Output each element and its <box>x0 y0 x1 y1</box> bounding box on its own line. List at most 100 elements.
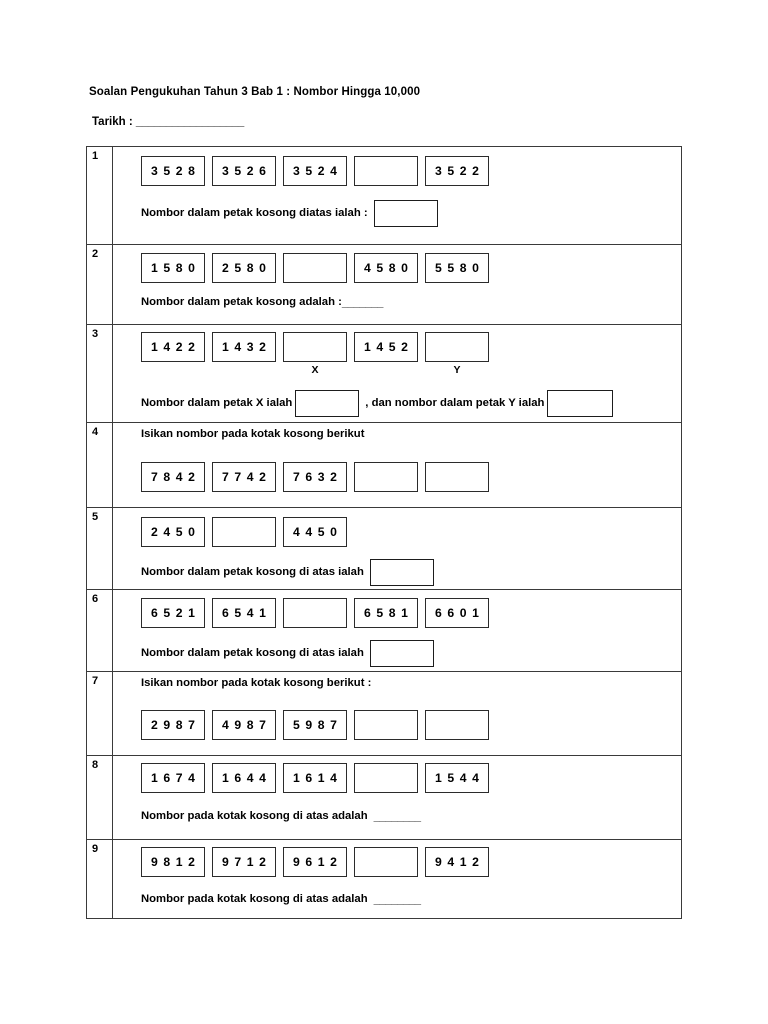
number-box[interactable]: 5 5 8 0 <box>425 253 489 283</box>
number-box-row: 2 4 5 0 4 4 5 0 <box>113 508 681 547</box>
question-body: Isikan nombor pada kotak kosong berikut … <box>113 672 681 755</box>
number-box[interactable]: 2 4 5 0 <box>141 517 205 547</box>
number-box[interactable]: 2 9 8 7 <box>141 710 205 741</box>
answer-prompt: Nombor pada kotak kosong di atas adalah <box>141 810 368 822</box>
number-box-blank[interactable] <box>354 462 418 493</box>
question-number: 8 <box>87 756 113 839</box>
answer-line: Nombor dalam petak kosong di atas ialah <box>113 559 681 586</box>
date-blank-rule: __________________ <box>135 116 244 128</box>
question-body: 9 8 1 2 9 7 1 2 9 6 1 2 9 4 1 2 Nombor p… <box>113 840 681 918</box>
number-box-blank[interactable] <box>212 517 276 547</box>
question-body: 1 4 2 2 1 4 3 2 1 4 5 2 X Y Nombor dalam… <box>113 325 681 422</box>
answer-blank-rule[interactable]: _______ <box>341 296 384 309</box>
number-box-row: 7 8 4 2 7 7 4 2 7 6 3 2 <box>113 462 681 493</box>
answer-line: Nombor dalam petak kosong diatas ialah : <box>113 200 681 227</box>
table-row: 2 1 5 8 0 2 5 8 0 4 5 8 0 5 5 8 0 Nombor… <box>87 245 681 325</box>
table-row: 6 6 5 2 1 6 5 4 1 6 5 8 1 6 6 0 1 Nombor… <box>87 590 681 672</box>
number-box-row: 1 4 2 2 1 4 3 2 1 4 5 2 <box>113 325 681 362</box>
number-box[interactable]: 3 5 2 4 <box>283 156 347 186</box>
answer-box-x[interactable] <box>295 390 360 417</box>
table-row: 5 2 4 5 0 4 4 5 0 Nombor dalam petak kos… <box>87 508 681 590</box>
answer-line: Nombor dalam petak kosong di atas ialah <box>113 640 681 667</box>
number-box-blank-y[interactable] <box>425 332 489 362</box>
number-box-row: 1 5 8 0 2 5 8 0 4 5 8 0 5 5 8 0 <box>113 245 681 283</box>
question-number: 6 <box>87 590 113 671</box>
answer-prompt: Nombor pada kotak kosong di atas adalah <box>141 893 368 905</box>
answer-box[interactable] <box>369 640 434 667</box>
date-label: Tarikh : <box>92 116 136 128</box>
number-box[interactable]: 9 4 1 2 <box>425 847 489 877</box>
answer-blank-rule[interactable]: ________ <box>373 893 421 906</box>
number-box[interactable]: 9 7 1 2 <box>212 847 276 877</box>
number-box[interactable]: 1 6 7 4 <box>141 763 205 793</box>
number-box-row: 9 8 1 2 9 7 1 2 9 6 1 2 9 4 1 2 <box>113 840 681 877</box>
question-number: 2 <box>87 245 113 324</box>
number-box[interactable]: 1 4 3 2 <box>212 332 276 362</box>
answer-prompt: Nombor dalam petak kosong adalah : <box>141 296 342 308</box>
number-box[interactable]: 6 5 2 1 <box>141 598 205 628</box>
question-instruction: Isikan nombor pada kotak kosong berikut … <box>141 677 372 689</box>
number-box-blank[interactable] <box>354 156 418 186</box>
number-box[interactable]: 7 6 3 2 <box>283 462 347 493</box>
question-number: 5 <box>87 508 113 589</box>
number-box-row: 2 9 8 7 4 9 8 7 5 9 8 7 <box>113 710 681 741</box>
number-box[interactable]: 3 5 2 8 <box>141 156 205 186</box>
number-box-blank[interactable] <box>354 847 418 877</box>
number-box[interactable]: 6 5 4 1 <box>212 598 276 628</box>
answer-box-y[interactable] <box>547 390 614 417</box>
question-number: 4 <box>87 423 113 507</box>
number-box-blank[interactable] <box>425 462 489 493</box>
table-row: 4 Isikan nombor pada kotak kosong beriku… <box>87 423 681 508</box>
table-row: 3 1 4 2 2 1 4 3 2 1 4 5 2 X Y Nom <box>87 325 681 423</box>
question-body: 1 5 8 0 2 5 8 0 4 5 8 0 5 5 8 0 Nombor d… <box>113 245 681 324</box>
number-box[interactable]: 3 5 2 2 <box>425 156 489 186</box>
table-row: 8 1 6 7 4 1 6 4 4 1 6 1 4 1 5 4 4 Nombor… <box>87 756 681 840</box>
number-box[interactable]: 1 6 4 4 <box>212 763 276 793</box>
number-box-row: 1 6 7 4 1 6 4 4 1 6 1 4 1 5 4 4 <box>113 756 681 793</box>
date-field: Tarikh : __________________ <box>92 116 244 128</box>
number-box[interactable]: 1 5 8 0 <box>141 253 205 283</box>
answer-box[interactable] <box>369 559 434 586</box>
box-label <box>212 362 276 378</box>
number-box[interactable]: 1 4 5 2 <box>354 332 418 362</box>
table-row: 1 3 5 2 8 3 5 2 6 3 5 2 4 3 5 2 2 Nombor… <box>87 147 681 245</box>
number-box[interactable]: 9 8 1 2 <box>141 847 205 877</box>
number-box[interactable]: 6 5 8 1 <box>354 598 418 628</box>
answer-line: Nombor dalam petak X ialah , dan nombor … <box>113 390 681 417</box>
number-box[interactable]: 7 7 4 2 <box>212 462 276 493</box>
table-row: 9 9 8 1 2 9 7 1 2 9 6 1 2 9 4 1 2 Nombor… <box>87 840 681 919</box>
box-label-y: Y <box>453 364 461 376</box>
answer-box[interactable] <box>373 200 438 227</box>
number-box[interactable]: 4 9 8 7 <box>212 710 276 741</box>
number-box[interactable]: 4 5 8 0 <box>354 253 418 283</box>
number-box[interactable]: 1 5 4 4 <box>425 763 489 793</box>
number-box[interactable]: 7 8 4 2 <box>141 462 205 493</box>
number-box-blank[interactable] <box>354 763 418 793</box>
number-box[interactable]: 5 9 8 7 <box>283 710 347 741</box>
answer-line: Nombor pada kotak kosong di atas adalah … <box>113 810 681 824</box>
page-title: Soalan Pengukuhan Tahun 3 Bab 1 : Nombor… <box>89 86 421 98</box>
number-box-blank[interactable] <box>283 598 347 628</box>
answer-prompt-x: Nombor dalam petak X ialah <box>141 396 293 409</box>
number-box-blank[interactable] <box>425 710 489 741</box>
answer-prompt: Nombor dalam petak kosong di atas ialah <box>141 565 364 578</box>
question-body: 6 5 2 1 6 5 4 1 6 5 8 1 6 6 0 1 Nombor d… <box>113 590 681 671</box>
number-box[interactable]: 6 6 0 1 <box>425 598 489 628</box>
number-box[interactable]: 2 5 8 0 <box>212 253 276 283</box>
number-box-row: 6 5 2 1 6 5 4 1 6 5 8 1 6 6 0 1 <box>113 590 681 628</box>
number-box[interactable]: 3 5 2 6 <box>212 156 276 186</box>
number-box[interactable]: 1 6 1 4 <box>283 763 347 793</box>
number-box-blank[interactable] <box>354 710 418 741</box>
question-number: 9 <box>87 840 113 918</box>
number-box-row: 3 5 2 8 3 5 2 6 3 5 2 4 3 5 2 2 <box>113 147 681 186</box>
answer-line: Nombor pada kotak kosong di atas adalah … <box>113 893 681 907</box>
number-box[interactable]: 1 4 2 2 <box>141 332 205 362</box>
number-box-blank-x[interactable] <box>283 332 347 362</box>
number-box[interactable]: 4 4 5 0 <box>283 517 347 547</box>
number-box[interactable]: 9 6 1 2 <box>283 847 347 877</box>
number-box-blank[interactable] <box>283 253 347 283</box>
question-body: 3 5 2 8 3 5 2 6 3 5 2 4 3 5 2 2 Nombor d… <box>113 147 681 244</box>
answer-blank-rule[interactable]: ________ <box>373 810 421 823</box>
answer-line: Nombor dalam petak kosong adalah :______… <box>113 296 681 310</box>
